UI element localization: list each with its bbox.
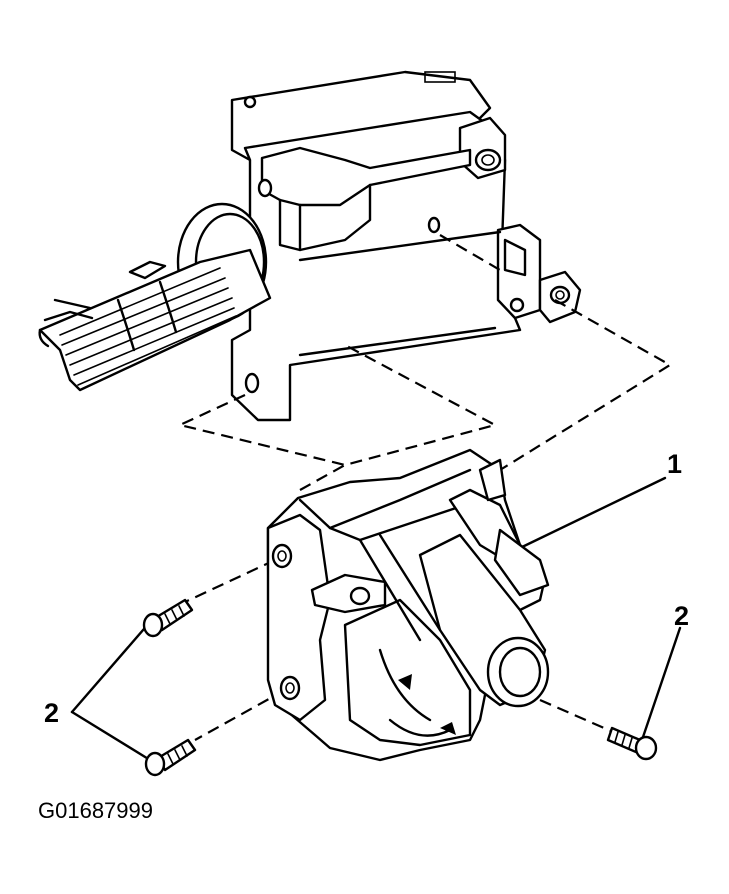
leader-lines (70, 476, 682, 762)
screw-upper-left (142, 598, 194, 638)
callout-1: 1 (667, 449, 682, 479)
alignment-dashes (176, 234, 673, 741)
wiring-harness (38, 248, 272, 392)
lock-housing-assembly (266, 448, 550, 762)
callout-2-right: 2 (674, 601, 689, 631)
figure-id: G01687999 (38, 798, 153, 823)
column-housing-block (176, 70, 582, 422)
screw-right (606, 726, 658, 761)
screw-lower-left (144, 738, 197, 777)
callout-2-left: 2 (44, 698, 59, 728)
